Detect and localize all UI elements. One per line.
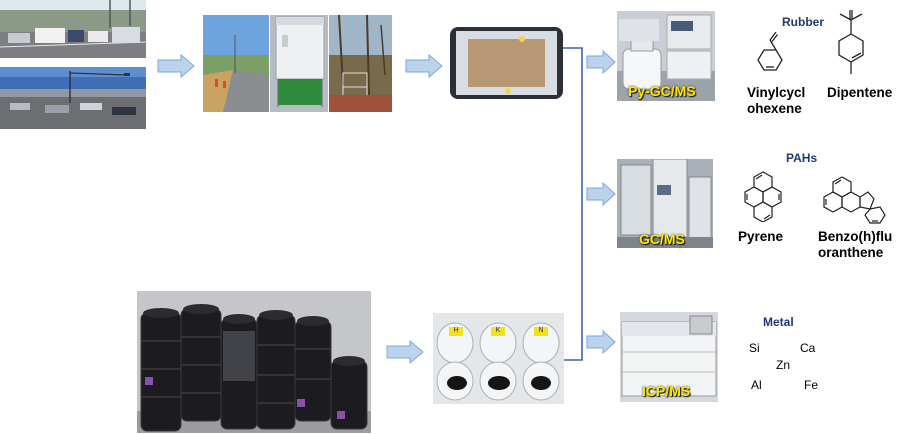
compound-vinylcyclohexene-line2: ohexene <box>747 101 802 116</box>
icpms-instrument-scene <box>620 312 718 402</box>
roadside-photo-top <box>0 0 146 58</box>
compound-benzofluoranthene-line2: oranthene <box>818 245 884 260</box>
flow-arrow-1 <box>157 54 195 78</box>
roadside-scene-top <box>0 0 146 58</box>
vinylcyclohexene-structure-icon <box>757 32 783 71</box>
icpms-caption: ICP/MS <box>642 383 691 399</box>
vial-label-k: K <box>491 327 505 336</box>
metal-fe: Fe <box>804 378 819 392</box>
sampler-box-scene <box>270 15 328 112</box>
benzofluoranthene-structure-icon <box>823 176 886 224</box>
flow-arrow-to-gcms <box>586 182 616 206</box>
gcms-instrument-photo: GC/MS <box>617 159 713 248</box>
sampling-forest-scene <box>329 15 392 112</box>
filter-sample-scene <box>450 27 563 99</box>
vial-label-n: N <box>534 327 548 336</box>
flow-arrow-2 <box>405 54 443 78</box>
metal-si: Si <box>749 341 760 355</box>
compound-benzofluoranthene-line1: Benzo(h)flu <box>818 229 893 244</box>
gcms-instrument-scene <box>617 159 713 248</box>
metal-al: Al <box>751 378 762 392</box>
vial-label-h: H <box>449 327 463 336</box>
compound-pyrene: Pyrene <box>738 229 784 244</box>
gcms-caption: GC/MS <box>639 231 685 247</box>
dipentene-structure-icon <box>838 10 864 74</box>
pygcms-caption: Py-GC/MS <box>628 83 696 99</box>
sampling-forest-photo <box>329 15 392 112</box>
metal-zn: Zn <box>776 358 791 372</box>
compound-vinylcyclohexene-line1: Vinylcycl <box>747 85 806 100</box>
roadside-scene-bottom <box>0 67 146 129</box>
category-rubber: Rubber <box>782 15 824 29</box>
roadside-photo-bottom <box>0 67 146 129</box>
pygcms-instrument-photo: Py-GC/MS <box>617 11 715 101</box>
tire-stack-scene <box>137 291 371 433</box>
icpms-instrument-photo: ICP/MS <box>620 312 718 402</box>
flow-arrow-to-pygcms <box>586 50 616 74</box>
pyrene-structure-icon <box>744 171 782 222</box>
flow-arrow-3 <box>386 340 424 364</box>
compound-benzofluoranthene: Benzo(h)flu oranthene <box>818 229 892 261</box>
tire-powder-vials-photo: H K N <box>433 313 564 404</box>
compound-dipentene: Dipentene <box>827 85 893 100</box>
sampling-road-scene <box>203 15 269 112</box>
category-pahs: PAHs <box>786 151 818 165</box>
flow-arrow-to-icpms <box>586 330 616 354</box>
pygcms-instrument-scene <box>617 11 715 101</box>
sampler-box-photo <box>270 15 328 112</box>
compound-vinylcyclohexene: Vinylcycl ohexene <box>747 85 805 117</box>
sampling-road-photo <box>203 15 269 112</box>
metal-ca: Ca <box>800 341 816 355</box>
tire-stack-photo <box>137 291 371 433</box>
category-metal: Metal <box>763 315 794 329</box>
filter-sample-photo <box>450 27 563 99</box>
tire-powder-vials-scene <box>433 313 564 404</box>
